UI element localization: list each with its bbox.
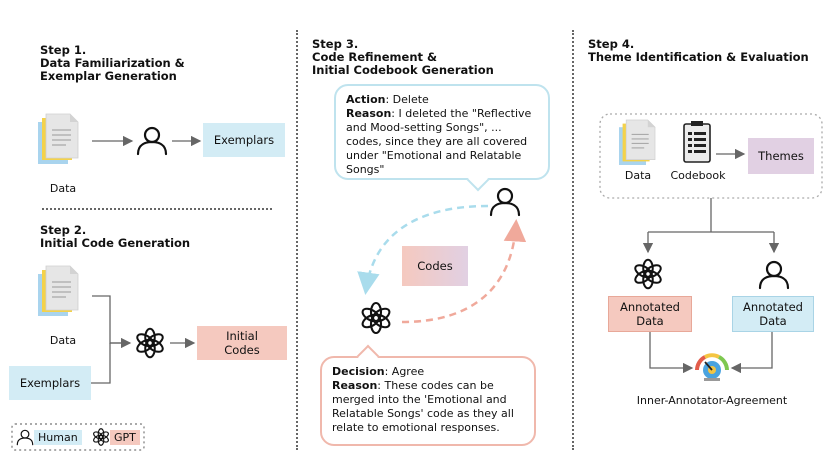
legend-gpt-icon	[91, 428, 111, 446]
codebook-icon	[683, 121, 711, 163]
exemplars-box: Exemplars	[9, 366, 91, 400]
agreement-gauge-icon	[695, 353, 729, 381]
reason-key: Reason	[346, 107, 392, 120]
human-icon	[758, 260, 790, 290]
data-docs-icon	[37, 265, 79, 317]
legend-human-label: Human	[34, 430, 82, 445]
legend-gpt-label: GPT	[110, 430, 140, 445]
exemplars-box: Exemplars	[203, 123, 285, 157]
gpt-icon	[359, 301, 393, 335]
agreement-label: Inner-Annotator-Agreement	[636, 394, 788, 407]
legend-frame	[11, 423, 145, 451]
action-key: Action	[346, 93, 386, 106]
step3-title: Step 3. Code Refinement & Initial Codebo…	[312, 37, 494, 77]
human-icon	[136, 126, 168, 156]
themes-box: Themes	[748, 138, 814, 174]
decision-key: Decision	[332, 365, 385, 378]
reason-key: Reason	[332, 379, 378, 392]
step1-title: Step 1. Data Familiarization & Exemplar …	[40, 43, 185, 83]
initial-codes-box: Initial Codes	[197, 326, 287, 360]
separator-step1-step2	[42, 208, 272, 210]
reason-value: : These codes can be merged into the 'Em…	[332, 379, 514, 434]
legend-human-icon	[16, 429, 34, 446]
annotated-data-human-box: Annotated Data	[732, 296, 814, 332]
gpt-icon	[632, 258, 664, 290]
human-feedback-bubble: Action: Delete Reason: I deleted the "Re…	[334, 84, 550, 180]
codes-box: Codes	[402, 246, 468, 286]
data-label: Data	[49, 182, 77, 195]
codebook-label: Codebook	[670, 169, 726, 182]
decision-value: : Agree	[384, 365, 425, 378]
inputs-group-frame	[599, 113, 823, 199]
reason-value: : I deleted the "Reflective and Mood-set…	[346, 107, 532, 176]
gpt-to-human-arc	[401, 219, 527, 324]
step4-title: Step 4. Theme Identification & Evaluatio…	[588, 37, 809, 64]
data-docs-icon	[37, 113, 79, 165]
gpt-feedback-bubble: Decision: Agree Reason: These codes can …	[320, 356, 536, 446]
separator-1	[296, 30, 298, 450]
data-docs-icon	[618, 119, 656, 166]
human-icon	[489, 187, 521, 217]
separator-2	[572, 30, 574, 450]
annotated-data-gpt-box: Annotated Data	[608, 296, 692, 332]
gpt-icon	[134, 327, 166, 359]
step2-title: Step 2. Initial Code Generation	[40, 223, 191, 250]
data-label: Data	[624, 169, 652, 182]
action-value: : Delete	[385, 93, 429, 106]
data-label: Data	[49, 334, 77, 347]
